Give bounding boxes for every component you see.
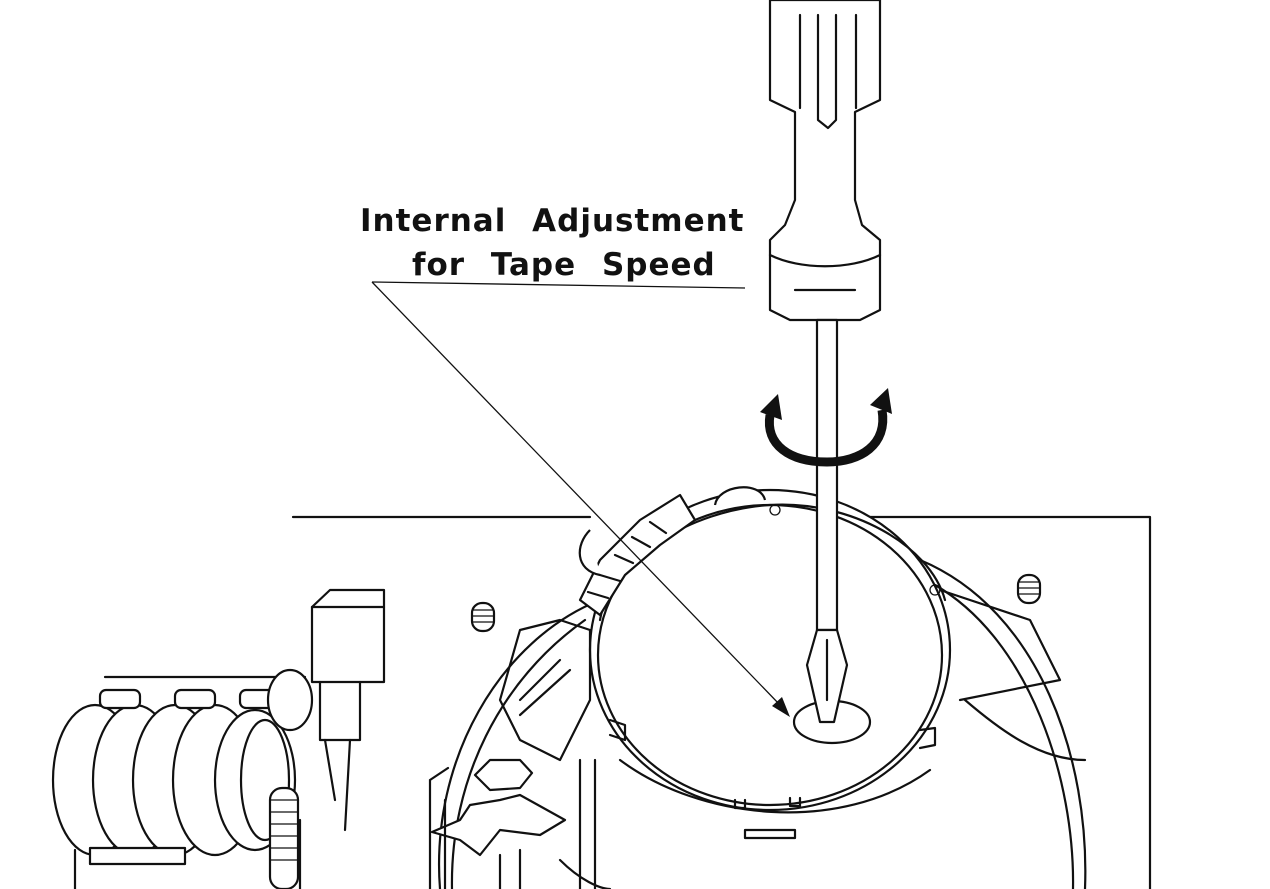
callout-label-line-2: for Tape Speed bbox=[412, 247, 716, 283]
leader-line bbox=[371, 281, 790, 717]
callout-label-line-1: Internal Adjustment bbox=[360, 203, 745, 239]
capstan-drum-assembly bbox=[437, 486, 1087, 889]
deck-plate bbox=[103, 515, 1152, 889]
screwdriver-icon bbox=[768, 0, 882, 724]
counter-roller-assembly bbox=[51, 588, 386, 889]
rotate-both-ways-icon bbox=[760, 388, 892, 467]
mounting-posts bbox=[470, 573, 1042, 633]
lever-assembly bbox=[428, 618, 597, 889]
